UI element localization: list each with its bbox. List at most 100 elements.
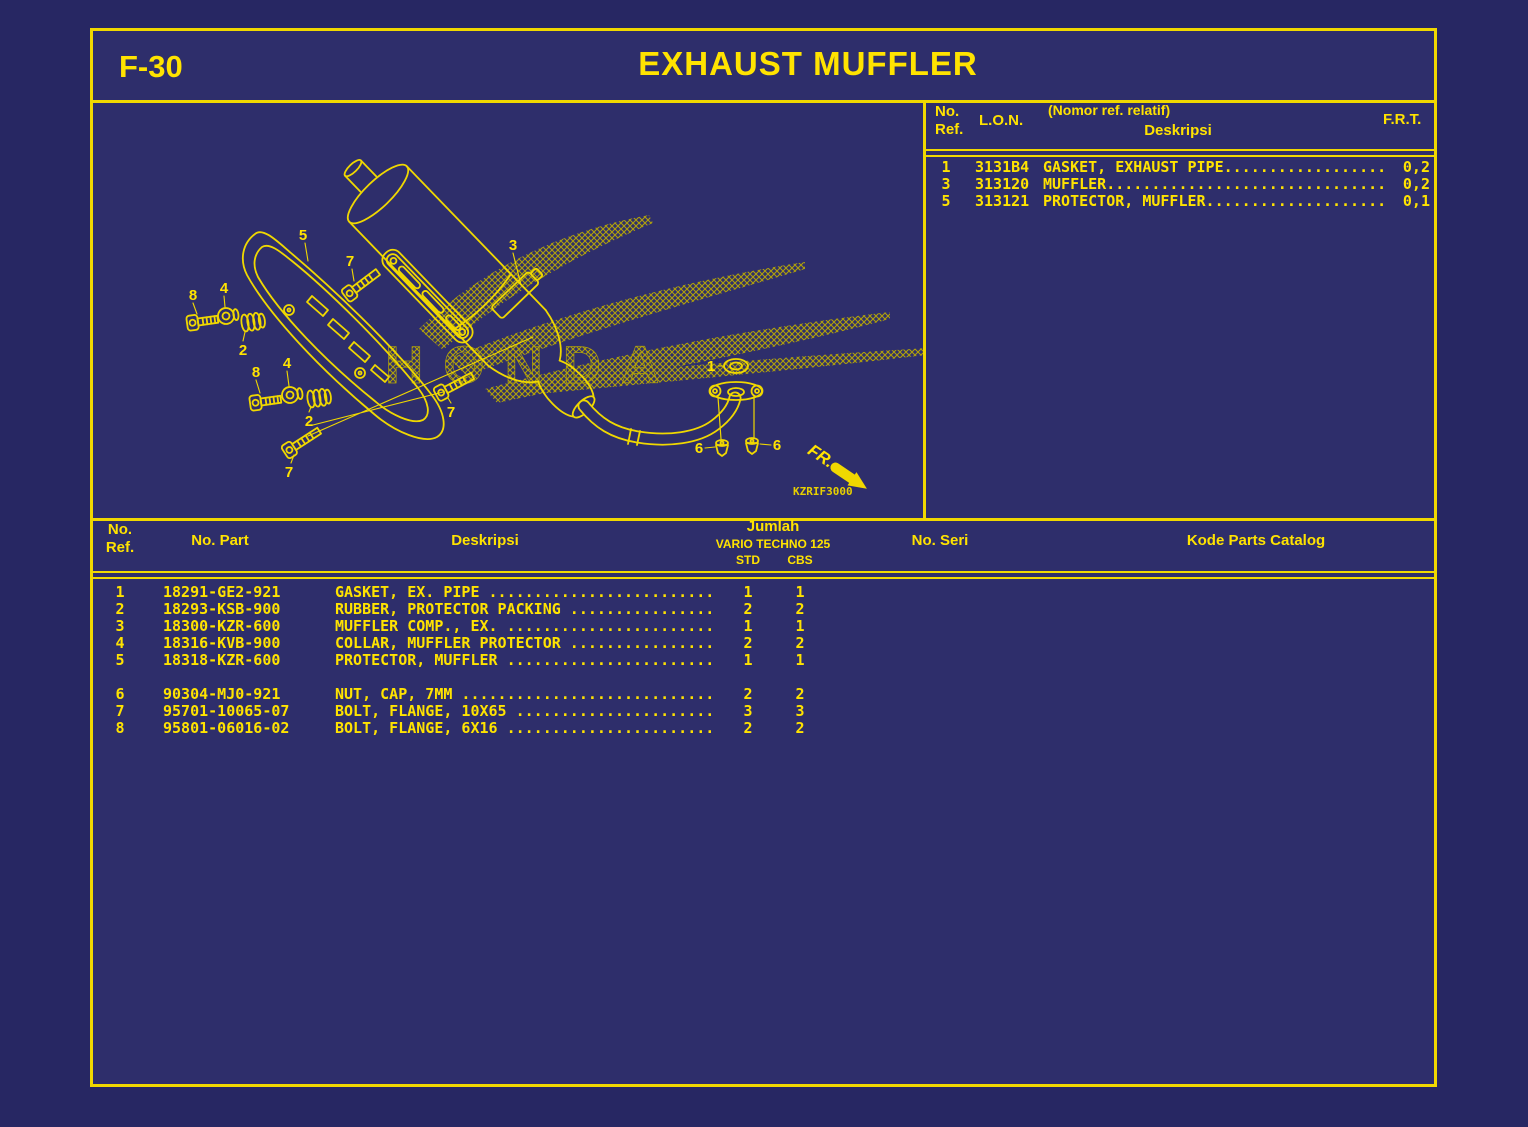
mid-divider bbox=[93, 518, 1434, 521]
ref-row: 5 313121 PROTECTOR, MUFFLER.............… bbox=[923, 192, 1438, 210]
parts-row: 7 95701-10065-07 BOLT, FLANGE, 10X65 ...… bbox=[93, 702, 1434, 720]
cap-nut-1 bbox=[715, 439, 729, 457]
part-ref: 7 bbox=[115, 702, 125, 720]
callout-4b: 4 bbox=[283, 355, 292, 372]
part-cbs: 3 bbox=[795, 702, 805, 720]
part-no: 95801-06016-02 bbox=[163, 719, 290, 737]
part-cbs: 1 bbox=[795, 651, 805, 669]
callout-1: 1 bbox=[707, 358, 715, 375]
ref-no: 1 bbox=[941, 158, 951, 176]
ref-row: 3 313120 MUFFLER........................… bbox=[923, 175, 1438, 193]
part-desc: COLLAR, MUFFLER PROTECTOR ..............… bbox=[335, 634, 715, 652]
diagram-code: KZRIF3000 bbox=[793, 485, 853, 498]
parts-col-jumlah: Jumlah bbox=[746, 518, 800, 535]
parts-col-no-seri: No. Seri bbox=[911, 532, 969, 549]
page-code: F-30 bbox=[119, 49, 183, 84]
ref-col-lon: L.O.N. bbox=[979, 112, 1024, 129]
ref-col-deskripsi: Deskripsi bbox=[1144, 122, 1212, 139]
part-no: 18293-KSB-900 bbox=[163, 600, 281, 618]
callout-8a: 8 bbox=[189, 287, 197, 304]
honda-watermark-text: HONDA bbox=[385, 336, 679, 395]
callout-7b: 7 bbox=[285, 464, 293, 481]
part-cbs: 1 bbox=[795, 617, 805, 635]
ref-lon: 3131B4 bbox=[975, 158, 1030, 176]
part-no: 18291-GE2-921 bbox=[163, 583, 281, 601]
callout-7a: 7 bbox=[346, 253, 354, 270]
ref-desc: PROTECTOR, MUFFLER.................... bbox=[1043, 192, 1387, 210]
part-no: 18300-KZR-600 bbox=[163, 617, 281, 635]
callout-2b: 2 bbox=[305, 413, 313, 430]
ref-lon: 313121 bbox=[975, 192, 1030, 210]
parts-col-ref: Ref. bbox=[105, 539, 135, 556]
part-ref: 8 bbox=[115, 719, 125, 737]
part-cbs: 2 bbox=[795, 719, 805, 737]
parts-row: 2 18293-KSB-900 RUBBER, PROTECTOR PACKIN… bbox=[93, 600, 1434, 618]
part-no: 95701-10065-07 bbox=[163, 702, 290, 720]
part-no: 18316-KVB-900 bbox=[163, 634, 281, 652]
parts-row: 3 18300-KZR-600 MUFFLER COMP., EX. .....… bbox=[93, 617, 1434, 635]
part-desc: BOLT, FLANGE, 6X16 .....................… bbox=[335, 719, 715, 737]
bolt-8a bbox=[185, 314, 220, 332]
part-std: 3 bbox=[743, 702, 753, 720]
ref-frt: 0,2 bbox=[1402, 175, 1430, 193]
parts-row: 8 95801-06016-02 BOLT, FLANGE, 6X16 ....… bbox=[93, 719, 1434, 737]
muffler-bracket bbox=[381, 248, 474, 344]
parts-col-std: STD bbox=[736, 553, 760, 567]
part-ref: 3 bbox=[115, 617, 125, 635]
part-ref: 1 bbox=[115, 583, 125, 601]
callout-leaders bbox=[192, 242, 772, 464]
callout-5: 5 bbox=[299, 227, 307, 244]
collar-4a bbox=[217, 307, 240, 325]
part-ref: 4 bbox=[115, 634, 125, 652]
page-frame: F-30 EXHAUST MUFFLER HONDA bbox=[90, 28, 1437, 1087]
part-ref: 6 bbox=[115, 685, 125, 703]
ref-row: 1 3131B4 GASKET, EXHAUST PIPE...........… bbox=[923, 158, 1438, 176]
parts-row: 6 90304-MJ0-921 NUT, CAP, 7MM ..........… bbox=[93, 685, 1434, 703]
callout-8b: 8 bbox=[252, 364, 260, 381]
bolt-8b bbox=[248, 394, 283, 412]
ref-header-line-2 bbox=[923, 155, 1434, 157]
part-std: 2 bbox=[743, 634, 753, 652]
parts-col-cbs: CBS bbox=[787, 553, 813, 567]
ref-frt: 0,2 bbox=[1402, 158, 1430, 176]
header-divider bbox=[93, 100, 1434, 103]
bolt-7a bbox=[341, 268, 381, 303]
part-cbs: 2 bbox=[795, 600, 805, 618]
part-ref: 5 bbox=[115, 651, 125, 669]
ref-col-no: No. bbox=[935, 103, 960, 120]
rubber-2a bbox=[240, 311, 266, 333]
bolt-7c bbox=[432, 371, 476, 402]
ref-no: 5 bbox=[941, 192, 951, 210]
ref-header-line-1 bbox=[923, 149, 1434, 151]
callout-2a: 2 bbox=[239, 342, 247, 359]
cap-nut-2 bbox=[745, 437, 759, 455]
ref-lon: 313120 bbox=[975, 175, 1030, 193]
pipe-flange bbox=[708, 381, 764, 401]
parts-col-no-part: No. Part bbox=[191, 532, 249, 549]
stud-lines bbox=[717, 395, 755, 440]
callout-4a: 4 bbox=[220, 280, 229, 297]
parts-col-no: No. bbox=[107, 521, 133, 538]
ref-col-frt: F.R.T. bbox=[1383, 111, 1422, 128]
ref-desc: MUFFLER............................... bbox=[1043, 175, 1387, 193]
ref-col-ref: Ref. bbox=[935, 121, 964, 138]
part-cbs: 2 bbox=[795, 634, 805, 652]
parts-row: 5 18318-KZR-600 PROTECTOR, MUFFLER .....… bbox=[93, 651, 1434, 669]
ref-frt: 0,1 bbox=[1402, 192, 1430, 210]
ref-col-relative: (Nomor ref. relatif) bbox=[1048, 102, 1171, 118]
exhaust-muffler-diagram: HONDA bbox=[185, 159, 923, 498]
parts-row: 1 18291-GE2-921 GASKET, EX. PIPE .......… bbox=[93, 583, 1434, 601]
ref-no: 3 bbox=[941, 175, 951, 193]
muffler-clamp bbox=[491, 267, 544, 319]
part-desc: GASKET, EX. PIPE .......................… bbox=[335, 583, 715, 601]
callout-7c: 7 bbox=[447, 404, 455, 421]
parts-col-model: VARIO TECHNO 125 bbox=[715, 537, 831, 551]
callout-6b: 6 bbox=[773, 437, 781, 454]
parts-row: 4 18316-KVB-900 COLLAR, MUFFLER PROTECTO… bbox=[93, 634, 1434, 652]
part-desc: PROTECTOR, MUFFLER .....................… bbox=[335, 651, 715, 669]
diagram-table-divider bbox=[923, 100, 926, 521]
part-desc: MUFFLER COMP., EX. .....................… bbox=[335, 617, 715, 635]
honda-wing-watermark: HONDA bbox=[385, 215, 923, 403]
part-desc: NUT, CAP, 7MM ..........................… bbox=[335, 685, 715, 703]
